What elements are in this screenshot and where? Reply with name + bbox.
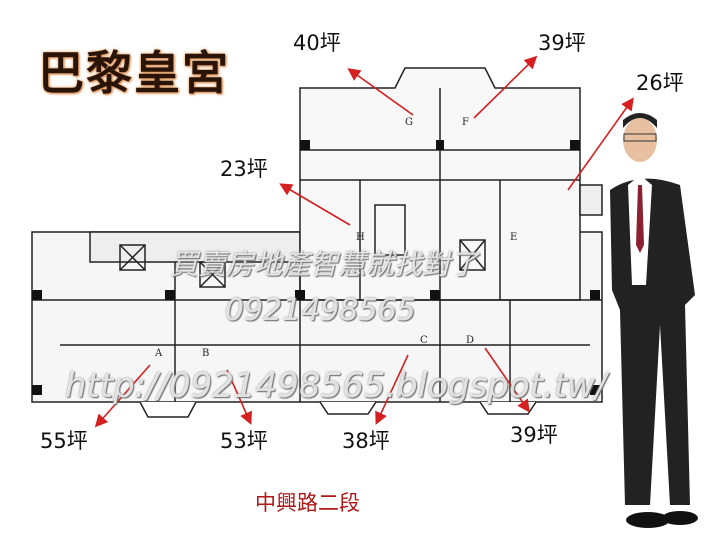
arrow-d xyxy=(484,347,530,413)
unit-letter-e: E xyxy=(510,232,517,243)
size-label-h: 23坪 xyxy=(220,157,268,181)
street-name: 中興路二段 xyxy=(255,491,360,515)
size-label-a: 55坪 xyxy=(40,429,88,453)
unit-letter-g: G xyxy=(405,117,413,128)
unit-letter-f: F xyxy=(462,117,469,128)
size-label-g: 40坪 xyxy=(293,31,341,55)
agent-photo xyxy=(610,113,698,528)
arrow-f xyxy=(473,55,538,119)
unit-letter-h: H xyxy=(356,232,365,243)
size-label-d: 39坪 xyxy=(510,423,558,447)
watermark-phone: 0921498565 xyxy=(225,293,416,328)
size-label-f: 39坪 xyxy=(538,31,586,55)
arrow-g xyxy=(347,68,414,116)
size-label-b: 53坪 xyxy=(220,429,268,453)
size-label-e: 26坪 xyxy=(636,71,684,95)
unit-letter-b: B xyxy=(202,348,209,359)
watermark-slogan: 買賣房地產智慧就找對了 xyxy=(170,248,479,281)
arrow-c xyxy=(375,354,409,425)
arrow-e xyxy=(567,97,634,191)
size-label-c: 38坪 xyxy=(342,429,390,453)
unit-letter-a: A xyxy=(154,348,163,359)
arrow-b xyxy=(226,369,252,425)
building-title: 巴黎皇宮 xyxy=(38,46,230,100)
unit-letter-c: C xyxy=(420,335,428,346)
arrow-a xyxy=(94,364,151,428)
arrow-h xyxy=(279,183,351,226)
watermark-url: http://0921498565.blogspot.tw/ xyxy=(65,366,607,406)
unit-letter-d: D xyxy=(466,335,474,346)
